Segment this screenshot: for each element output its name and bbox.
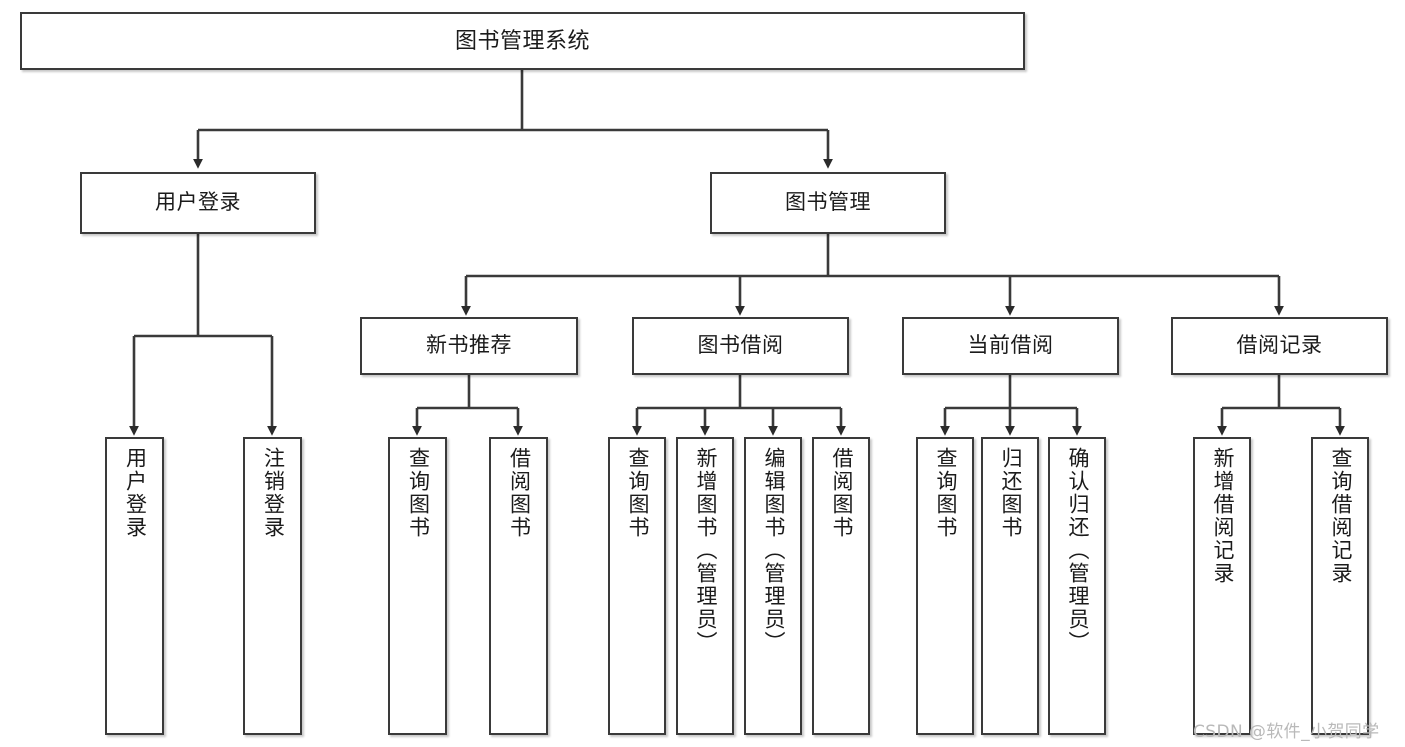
csdn-watermark: CSDN @软件_小贺同学 (1193, 722, 1380, 742)
node-label: 归还图书 (998, 447, 1022, 539)
node-borrow-record[interactable]: 借阅记录 (1171, 317, 1388, 375)
node-label: 查询图书 (625, 447, 649, 539)
node-user-login[interactable]: 用户登录 (80, 172, 316, 234)
node-label: 借阅图书 (507, 447, 531, 539)
node-leaf-query-book-borrow[interactable]: 查询图书 (608, 437, 666, 735)
node-label: 编辑图书（管理员） (761, 447, 785, 654)
node-leaf-user-login[interactable]: 用户登录 (105, 437, 164, 735)
node-label: 用户登录 (123, 447, 147, 539)
node-label: 图书管理 (785, 191, 871, 215)
node-label: 用户登录 (155, 191, 241, 215)
node-leaf-return-book[interactable]: 归还图书 (981, 437, 1039, 735)
node-label: 查询图书 (406, 447, 430, 539)
node-leaf-query-book-current[interactable]: 查询图书 (916, 437, 974, 735)
node-label: 新增图书（管理员） (693, 447, 717, 654)
node-leaf-add-book-admin[interactable]: 新增图书（管理员） (676, 437, 734, 735)
node-label: 新增借阅记录 (1210, 447, 1234, 585)
node-leaf-logout[interactable]: 注销登录 (243, 437, 302, 735)
node-label: 确认归还（管理员） (1065, 447, 1089, 654)
node-leaf-confirm-return-admin[interactable]: 确认归还（管理员） (1048, 437, 1106, 735)
node-current-borrow[interactable]: 当前借阅 (902, 317, 1119, 375)
node-label: 图书管理系统 (454, 28, 590, 54)
node-leaf-edit-book-admin[interactable]: 编辑图书（管理员） (744, 437, 802, 735)
node-leaf-query-book-recommend[interactable]: 查询图书 (388, 437, 447, 735)
node-label: 注销登录 (261, 447, 285, 539)
node-label: 新书推荐 (426, 334, 512, 358)
node-label: 查询图书 (933, 447, 957, 539)
node-leaf-borrow-book[interactable]: 借阅图书 (812, 437, 870, 735)
node-new-book-recommend[interactable]: 新书推荐 (360, 317, 578, 375)
node-book-borrow[interactable]: 图书借阅 (632, 317, 849, 375)
node-leaf-borrow-book-recommend[interactable]: 借阅图书 (489, 437, 548, 735)
node-label: 图书借阅 (697, 334, 784, 358)
node-label: 借阅记录 (1236, 334, 1323, 358)
node-leaf-query-borrow-record[interactable]: 查询借阅记录 (1311, 437, 1369, 735)
node-leaf-add-borrow-record[interactable]: 新增借阅记录 (1193, 437, 1251, 735)
node-root-system[interactable]: 图书管理系统 (20, 12, 1025, 70)
node-label: 借阅图书 (829, 447, 853, 539)
node-label: 查询借阅记录 (1328, 447, 1352, 585)
node-label: 当前借阅 (967, 334, 1054, 358)
node-book-management[interactable]: 图书管理 (710, 172, 946, 234)
